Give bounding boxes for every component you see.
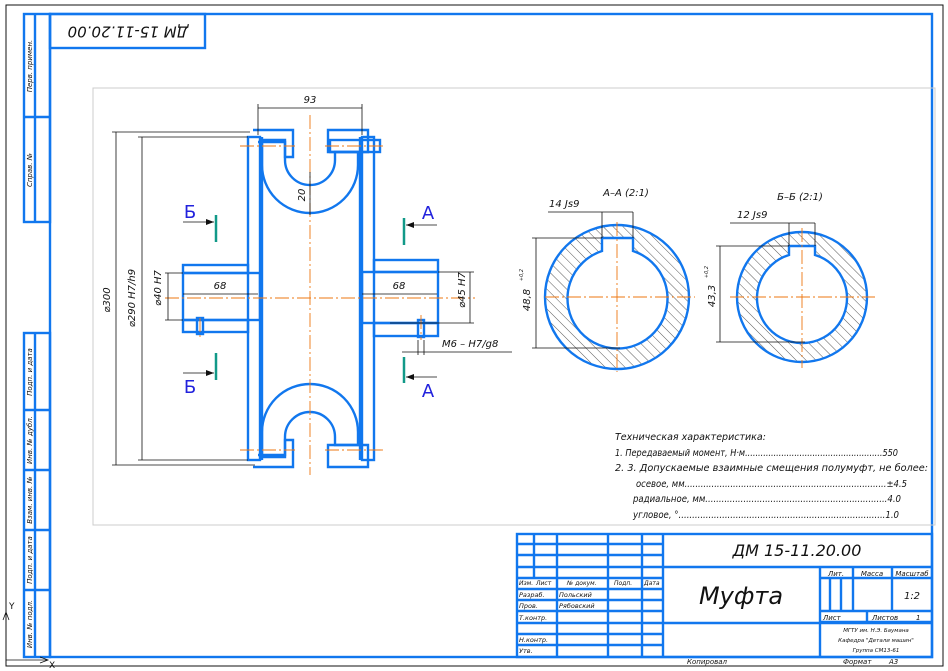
svg-text:1: 1 (916, 614, 920, 622)
main-dimensions: 93 ⌀300 ⌀290 H7/h9 ⌀40 H7 68 68 ⌀45 H7 M… (102, 95, 512, 466)
svg-text:Н.контр.: Н.контр. (519, 636, 548, 644)
tech-line: 2. 3. Допускаемые взаимные смещения полу… (615, 463, 928, 474)
side-label: Перв. примен. (26, 40, 34, 93)
tech-line: радиальное, мм..........................… (632, 494, 901, 505)
technical-characteristics: Техническая характеристика: 1. Передавае… (615, 432, 928, 521)
section-aa: А–А (2:1) 14 Js9 48,8 +0,2 (519, 188, 695, 372)
svg-text:Группа СМ13-61: Группа СМ13-61 (853, 648, 900, 654)
side-label: Взам. инв. № (26, 476, 34, 524)
svg-text:Копировал: Копировал (687, 658, 728, 666)
side-label: Инв. № дубл. (26, 416, 34, 464)
dim-68-left: 68 (214, 281, 227, 292)
svg-text:Масштаб: Масштаб (895, 570, 929, 578)
top-stamp: ДМ 15-11.20.00 (48, 12, 207, 50)
designation: ДМ 15-11.20.00 (732, 541, 862, 560)
view-area (92, 87, 936, 526)
svg-text:Утв.: Утв. (519, 647, 533, 655)
section-letter-a: А (422, 381, 435, 402)
svg-text:Формат: Формат (843, 658, 872, 666)
svg-text:Разраб.: Разраб. (519, 591, 545, 599)
svg-text:Подп.: Подп. (614, 580, 632, 587)
drawing-frame (48, 12, 934, 659)
section-bb-key: 12 Js9 (737, 210, 767, 221)
svg-text:Дата: Дата (643, 580, 660, 587)
svg-text:Лит.: Лит. (827, 570, 844, 578)
coordinate-axes-icon: Y X (2, 602, 55, 671)
section-bb-title: Б–Б (2:1) (777, 192, 823, 203)
side-label: Инв. № подл. (26, 600, 34, 648)
svg-text:А3: А3 (888, 658, 898, 666)
svg-text:МГТУ им. Н.Э. Баумана: МГТУ им. Н.Э. Баумана (843, 628, 909, 634)
svg-text:X: X (49, 661, 55, 671)
checker-name: Рябовский (559, 602, 595, 610)
side-label: Подп. и дата (26, 536, 34, 584)
svg-text:Масса: Масса (861, 570, 883, 578)
section-aa-depth: 48,8 (522, 289, 533, 311)
section-bb: Б–Б (2:1) 12 Js9 43,3 +0,2 (704, 192, 875, 368)
svg-text:Листов: Листов (871, 614, 898, 622)
scale-value: 1:2 (904, 591, 920, 602)
svg-text:Лист: Лист (535, 580, 552, 587)
section-letter-b: Б (184, 202, 196, 223)
part-name: Муфта (699, 582, 783, 610)
section-aa-tol: +0,2 (519, 269, 525, 281)
svg-text:Т.контр.: Т.контр. (519, 614, 547, 622)
dim-20: 20 (297, 189, 308, 202)
section-aa-key: 14 Js9 (549, 199, 579, 210)
tech-line: 1. Передаваемый момент, Н·м.............… (615, 448, 898, 459)
section-aa-title: А–А (2:1) (602, 188, 649, 199)
dim-screw: M6 – H7/g8 (442, 339, 498, 350)
section-bb-tol: +0,2 (704, 266, 710, 278)
side-label: Справ. № (26, 153, 34, 187)
section-letter-a: А (422, 203, 435, 224)
dim-d45: ⌀45 H7 (457, 271, 468, 307)
sheet-border (5, 4, 944, 667)
developer-name: Польский (559, 591, 592, 599)
dim-93: 93 (304, 95, 317, 106)
dim-d300: ⌀300 (102, 287, 113, 312)
svg-text:Y: Y (8, 602, 15, 612)
tech-line: угловое, °..............................… (632, 510, 899, 521)
section-letter-b: Б (184, 377, 196, 398)
svg-text:ДМ 15-11.20.00: ДМ 15-11.20.00 (68, 23, 190, 41)
side-label: Подп. и дата (26, 348, 34, 396)
svg-text:Изм.: Изм. (519, 580, 533, 587)
coupling-main-view (165, 115, 475, 475)
svg-text:Лист: Лист (822, 614, 842, 622)
svg-text:№ докум.: № докум. (566, 580, 597, 587)
side-strip: Перв. примен. Справ. № Подп. и дата Инв.… (22, 12, 52, 659)
title-block: Изм. Лист № докум. Подп. Дата Разраб. Пр… (515, 532, 934, 666)
dim-d40: ⌀40 H7 (153, 269, 164, 305)
tech-line: осевое, мм..............................… (636, 479, 907, 490)
tech-title: Техническая характеристика: (615, 432, 766, 443)
svg-text:Кафедра "Детали машин": Кафедра "Детали машин" (838, 638, 914, 644)
section-bb-depth: 43,3 (707, 285, 718, 307)
section-markers: Б Б А А (183, 202, 437, 402)
dim-d290: ⌀290 H7/h9 (127, 269, 138, 327)
dim-68-right: 68 (393, 281, 406, 292)
svg-text:Пров.: Пров. (519, 602, 538, 610)
